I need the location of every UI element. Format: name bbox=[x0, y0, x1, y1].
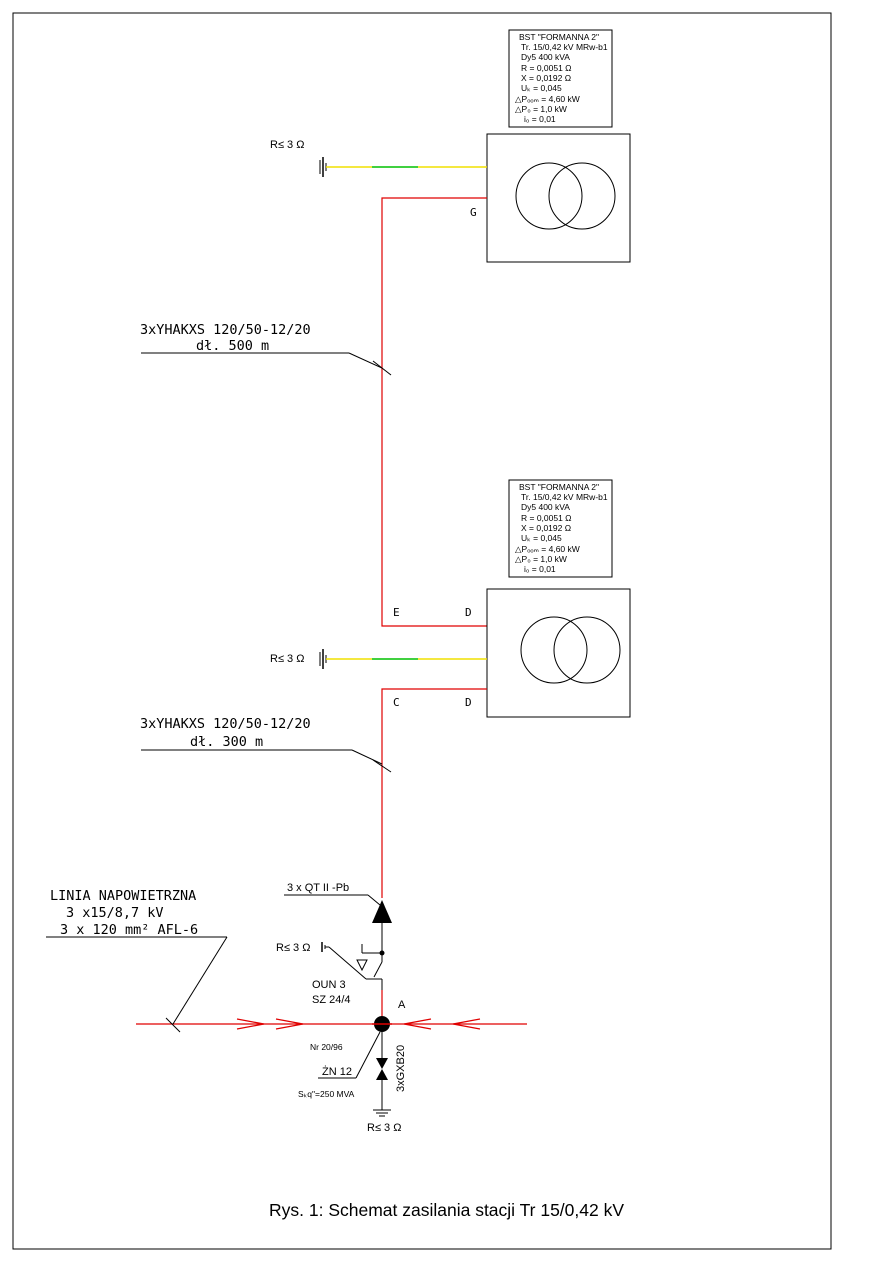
ground-resistance-label: R≤ 3 Ω bbox=[270, 653, 304, 665]
overhead-line-callout: LINIA NAPOWIETRZNA 3 x15/8,7 kV 3 x 120 … bbox=[46, 888, 228, 1025]
spec-line: X = 0,0192 Ω bbox=[521, 73, 571, 83]
switch-name: OUN 3 bbox=[312, 979, 346, 991]
spec-line: BST "FORMANNA 2" bbox=[519, 32, 599, 42]
cable-head: 3 x QT II -Pb bbox=[284, 882, 392, 953]
overhead-voltage: 3 x15/8,7 kV bbox=[66, 905, 164, 921]
spec-line: Tr. 15/0,42 kV MRw-b1 bbox=[521, 42, 608, 52]
spec-line: Tr. 15/0,42 kV MRw-b1 bbox=[521, 492, 608, 502]
node-label-e: E bbox=[393, 606, 400, 619]
cable-bottom-callout: 3xYHAKXS 120/50-12/20 dł. 300 m bbox=[140, 716, 392, 773]
node-label-d: D bbox=[465, 696, 472, 709]
surge-arrester: 3xGXB20 R≤ 3 Ω bbox=[367, 1032, 407, 1134]
spec-line: Dy5 400 kVA bbox=[521, 502, 570, 512]
page-frame bbox=[12, 12, 832, 1250]
ground-resistance-label: R≤ 3 Ω bbox=[367, 1122, 401, 1134]
node-label-d: D bbox=[465, 606, 472, 619]
winding-circle bbox=[548, 162, 616, 230]
spec-line: Dy5 400 kVA bbox=[521, 52, 570, 62]
switch-type: SZ 24/4 bbox=[312, 994, 351, 1006]
overhead-line bbox=[136, 1017, 527, 1033]
spec-line: X = 0,0192 Ω bbox=[521, 523, 571, 533]
cable-head-label: 3 x QT II -Pb bbox=[287, 882, 349, 894]
spec-line: Uₖ = 0,045 bbox=[521, 83, 562, 93]
overhead-title: LINIA NAPOWIETRZNA bbox=[50, 888, 196, 904]
node-label-c: C bbox=[393, 696, 400, 709]
node-label-g: G bbox=[470, 206, 477, 219]
cable-top-callout: 3xYHAKXS 120/50-12/20 dł. 500 m bbox=[140, 322, 392, 376]
bottom-transformer bbox=[486, 588, 631, 718]
spec-line: △Pₒₒₘ = 4,60 kW bbox=[515, 544, 580, 554]
middle-ground-connection: R≤ 3 Ω bbox=[270, 649, 487, 669]
pole-type: ŻN 12 bbox=[322, 1065, 352, 1078]
spec-line: △P₀ = 1,0 kW bbox=[515, 554, 567, 564]
spec-line: △Pₒₒₘ = 4,60 kW bbox=[515, 94, 580, 104]
mv-cable-top bbox=[381, 197, 487, 627]
pole-node-a: A bbox=[372, 999, 406, 1032]
winding-circle bbox=[520, 616, 588, 684]
mv-cable-bottom bbox=[381, 688, 487, 898]
arrester-label: 3xGXB20 bbox=[395, 1045, 407, 1092]
cable-type-label: 3xYHAKXS 120/50-12/20 bbox=[140, 322, 311, 338]
cable-length-label: dł. 300 m bbox=[190, 734, 263, 750]
top-transformer-spec-box: BST "FORMANNA 2" Tr. 15/0,42 kV MRw-b1 D… bbox=[508, 29, 613, 128]
node-label-a: A bbox=[398, 999, 406, 1011]
disconnector-switch: R≤ 3 Ω OUN 3 SZ 24/4 bbox=[276, 942, 385, 1006]
winding-circle bbox=[515, 162, 583, 230]
spec-line: △P₀ = 1,0 kW bbox=[515, 104, 567, 114]
figure-caption: Rys. 1: Schemat zasilania stacji Tr 15/0… bbox=[269, 1200, 624, 1220]
spec-line: i₀ = 0,01 bbox=[524, 114, 556, 124]
top-transformer bbox=[486, 133, 631, 263]
top-ground-connection: R≤ 3 Ω bbox=[270, 139, 487, 177]
ground-resistance-label: R≤ 3 Ω bbox=[270, 139, 304, 151]
bottom-transformer-spec-box: BST "FORMANNA 2" Tr. 15/0,42 kV MRw-b1 D… bbox=[508, 479, 613, 578]
pole-number: Nr 20/96 bbox=[310, 1042, 343, 1052]
spec-line: Uₖ = 0,045 bbox=[521, 533, 562, 543]
cable-type-label: 3xYHAKXS 120/50-12/20 bbox=[140, 716, 311, 732]
spec-line: BST "FORMANNA 2" bbox=[519, 482, 599, 492]
cable-length-label: dł. 500 m bbox=[196, 338, 269, 354]
overhead-conductor: 3 x 120 mm² AFL-6 bbox=[60, 922, 198, 938]
spec-line: R = 0,0051 Ω bbox=[521, 513, 572, 523]
short-circuit-power: Sₖq"=250 MVA bbox=[298, 1089, 355, 1099]
pole-callout: Nr 20/96 ŻN 12 Sₖq"=250 MVA bbox=[298, 1031, 381, 1099]
spec-line: R = 0,0051 Ω bbox=[521, 63, 572, 73]
winding-circle bbox=[553, 616, 621, 684]
ground-resistance-label: R≤ 3 Ω bbox=[276, 942, 310, 954]
spec-line: i₀ = 0,01 bbox=[524, 564, 556, 574]
